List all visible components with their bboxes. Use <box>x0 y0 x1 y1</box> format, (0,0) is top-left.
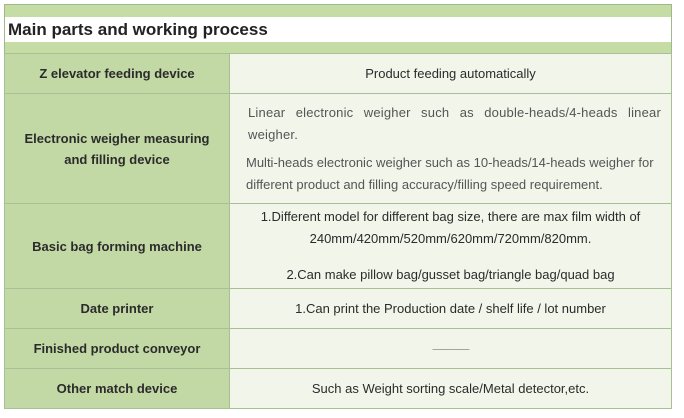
table-row: Finished product conveyor ——— <box>4 328 672 369</box>
row-label-text: Electronic weigher measuring and filling… <box>24 130 210 167</box>
table-row: Z elevator feeding device Product feedin… <box>4 53 672 94</box>
description-paragraph: Multi-heads electronic weigher such as 1… <box>246 154 654 192</box>
header-divider <box>4 42 672 53</box>
row-label: Electronic weigher measuring and filling… <box>4 93 230 204</box>
row-label: Date printer <box>4 288 230 329</box>
row-description: 1.Can print the Production date / shelf … <box>229 288 672 329</box>
description-paragraph: Linear electronic weigher such as double… <box>248 104 661 142</box>
row-description: Product feeding automatically <box>229 53 672 94</box>
row-description: Such as Weight sorting scale/Metal detec… <box>229 368 672 409</box>
row-label: Z elevator feeding device <box>4 53 230 94</box>
parts-table-container: Main parts and working process Z elevato… <box>4 4 672 409</box>
table-row: Electronic weigher measuring and filling… <box>4 93 672 204</box>
row-description: ——— <box>229 328 672 369</box>
table-row: Other match device Such as Weight sortin… <box>4 368 672 409</box>
parts-table: Z elevator feeding device Product feedin… <box>4 53 672 409</box>
description-paragraph: 2.Can make pillow bag/gusset bag/triangl… <box>286 267 615 282</box>
row-label: Basic bag forming machine <box>4 203 230 289</box>
table-row: Date printer 1.Can print the Production … <box>4 288 672 329</box>
row-label: Finished product conveyor <box>4 328 230 369</box>
row-description: Linear electronic weigher such as double… <box>229 93 672 204</box>
page-title: Main parts and working process <box>4 17 672 42</box>
description-paragraph: 1.Different model for different bag size… <box>260 209 641 246</box>
header-stripe <box>4 4 672 17</box>
table-row: Basic bag forming machine 1.Different mo… <box>4 203 672 289</box>
row-label: Other match device <box>4 368 230 409</box>
row-description: 1.Different model for different bag size… <box>229 203 672 289</box>
